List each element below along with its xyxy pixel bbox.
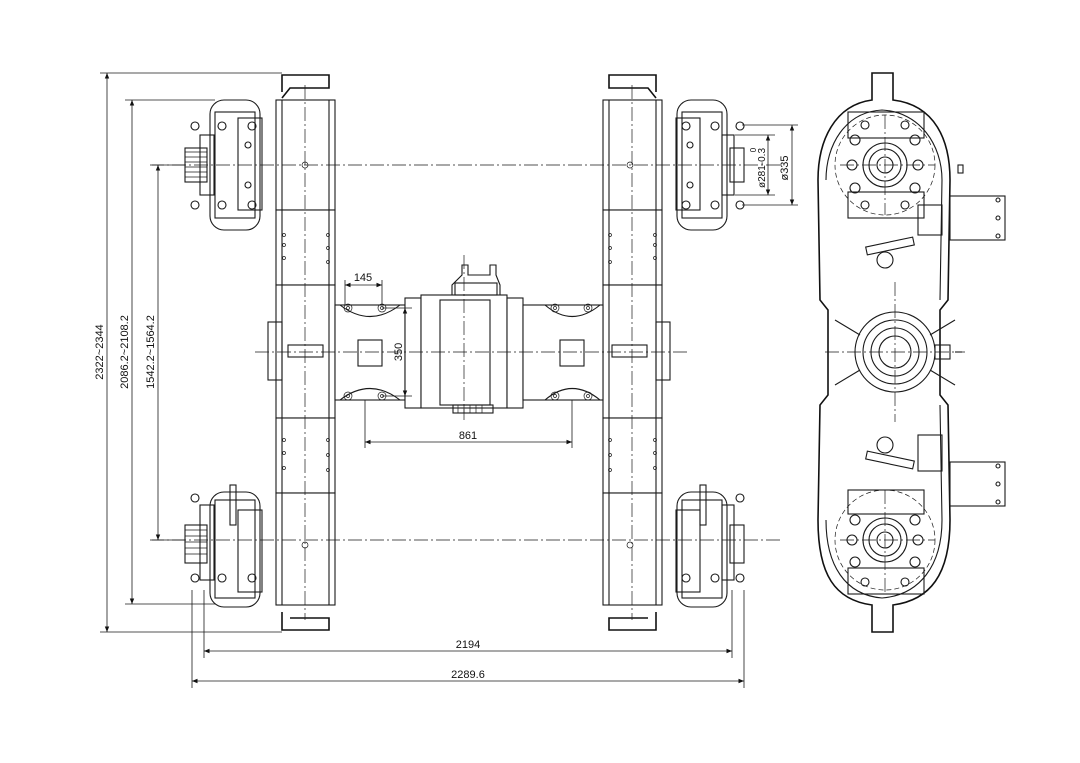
- dim-bolster-width: 145: [344, 272, 383, 305]
- center-lines: [150, 85, 780, 620]
- dim-axle-diameters: ø281-0.3 0 ø335: [735, 124, 798, 206]
- side-brackets: [949, 164, 1006, 507]
- dim-label-gauge-inner: 2194: [456, 639, 480, 651]
- dim-label-wheelbase-inner: 1542.2~1564.2: [145, 315, 157, 389]
- dim-label-wheelbase-outer: 2086.2~2108.2: [119, 315, 131, 389]
- axlebox-top-left: [184, 117, 263, 211]
- dim-transverse-span: 861: [364, 400, 573, 448]
- dim-overall-height: 2322~2344: [94, 72, 282, 633]
- dim-label-bolster-width: 145: [354, 272, 372, 284]
- right-side-frame: [602, 74, 671, 631]
- wheel-bottom-right: [676, 491, 728, 608]
- dim-bolster-height: 350: [382, 307, 412, 397]
- dim-gauge-inner: 2194: [203, 590, 733, 658]
- side-axle-bottom: [834, 489, 936, 595]
- axlebox-bottom-left: [184, 484, 263, 593]
- plan-view: 2322~2344 2086.2~2108.2 1542.2~1564.2 14…: [94, 72, 798, 688]
- dim-label-gauge-outer: 2289.6: [451, 669, 485, 681]
- left-side-frame: [267, 74, 336, 631]
- dim-label-overall-height: 2322~2344: [94, 324, 106, 379]
- dim-label-axle-dia: ø281-0.3: [757, 148, 768, 188]
- side-view: [817, 72, 1006, 633]
- side-details: [865, 204, 943, 472]
- side-center-pivot: [825, 282, 965, 422]
- dim-wheelbase-inner: 1542.2~1564.2: [145, 164, 185, 541]
- wheel-bottom-left: [209, 491, 261, 608]
- dim-label-axle-tol: 0: [749, 147, 758, 152]
- dim-label-bolster-height: 350: [393, 343, 405, 361]
- side-frame-outline: [817, 72, 951, 633]
- dim-label-bearing-dia: ø335: [779, 155, 791, 180]
- dim-label-transverse-span: 861: [459, 430, 477, 442]
- axlebox-top-right: [675, 117, 745, 211]
- axlebox-bottom-right: [675, 484, 745, 593]
- side-axle-top: [834, 111, 936, 219]
- dim-gauge-outer: 2289.6: [191, 590, 745, 688]
- dim-wheelbase-outer: 2086.2~2108.2: [119, 99, 215, 605]
- center-motor: [334, 264, 604, 414]
